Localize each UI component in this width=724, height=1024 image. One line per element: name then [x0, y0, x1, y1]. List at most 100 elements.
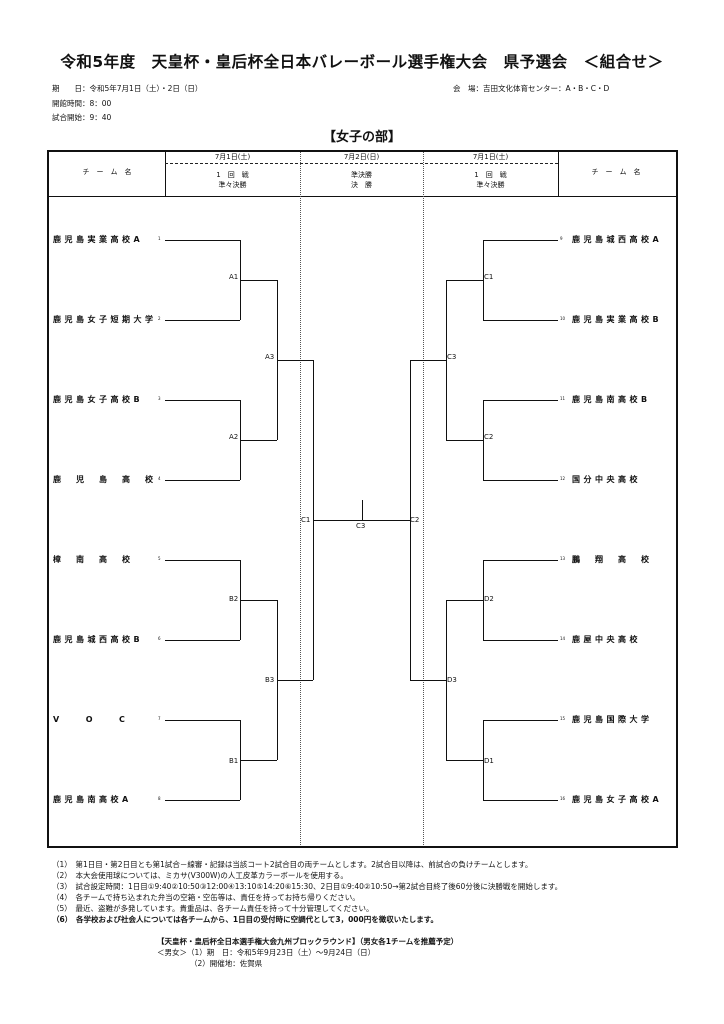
match-label: D1	[484, 757, 494, 765]
bracket-line	[165, 800, 240, 801]
bracket-line	[410, 360, 411, 680]
bracket-line	[165, 150, 166, 196]
bracket-line	[483, 240, 558, 241]
bracket-line	[483, 800, 558, 801]
team-name-right: 鹿児島城西高校A	[572, 235, 663, 244]
bracket-line	[313, 520, 410, 521]
team-number: 11	[560, 396, 566, 401]
bracket-line	[165, 560, 240, 561]
bracket-line	[277, 680, 313, 681]
bracket-line	[446, 600, 483, 601]
match-label: B1	[229, 757, 239, 765]
kyushu-dates: ＜男女＞（1）期 日：令和5年9月23日（土）～9月24日（日）	[157, 948, 376, 957]
match-label: C2	[484, 433, 494, 441]
event-dates: 期 日：令和5年7月1日（土）・2日（日）	[52, 84, 203, 93]
column-divider	[423, 152, 424, 845]
open-time: 開館時間：8：00	[52, 99, 112, 108]
kyushu-title: 【天皇杯・皇后杯全日本選手権大会九州ブロックラウンド】（男女各1チームを推薦予定…	[157, 937, 459, 946]
left-round1: 1 回 戦	[216, 171, 249, 179]
team-number: 6	[158, 636, 161, 641]
team-number: 2	[158, 316, 161, 321]
left-date: 7月1日(土)	[214, 153, 251, 161]
column-divider	[300, 152, 301, 845]
bracket-line	[165, 163, 558, 164]
team-name-right: 鹿児島実業高校B	[572, 315, 663, 324]
match-label: A3	[265, 353, 275, 361]
bracket-line	[483, 400, 484, 480]
bracket-line	[483, 640, 558, 641]
bracket-line	[446, 280, 447, 440]
section-title: 【女子の部】	[322, 130, 401, 145]
bracket-line	[165, 640, 240, 641]
team-number: 9	[560, 236, 563, 241]
note: （5） 最近、盗難が多発しています。貴重品は、各チーム責任を持って十分管理してく…	[52, 904, 374, 913]
match-label: A1	[229, 273, 239, 281]
bracket-line	[410, 680, 446, 681]
venue: 会 場：吉田文化体育センター：A・B・C・D	[453, 84, 610, 93]
bracket-line	[277, 360, 313, 361]
bracket-line	[165, 480, 240, 481]
team-number: 14	[560, 636, 566, 641]
match-label: C1	[484, 273, 494, 281]
bracket-line	[240, 440, 277, 441]
team-number: 3	[158, 396, 161, 401]
team-name-left: 樟 南 高 校	[53, 555, 134, 564]
team-name-left: 鹿 児 島 高 校	[53, 475, 157, 484]
team-number: 7	[158, 716, 161, 721]
bracket-line	[165, 240, 240, 241]
team-name-left: 鹿児島実業高校A	[53, 235, 144, 244]
team-name-left: 鹿児島女子高校B	[53, 395, 144, 404]
team-number: 12	[560, 476, 566, 481]
team-name-right: 鹿児島女子高校A	[572, 795, 663, 804]
match-label: C3	[447, 353, 457, 361]
bracket-line	[483, 720, 558, 721]
bracket-line	[362, 500, 363, 520]
bracket-line	[483, 560, 558, 561]
bracket-line	[410, 360, 446, 361]
bracket-line	[483, 320, 558, 321]
note: （1） 第1日目・第2日目とも第1試合－線審・記録は当該コート2試合目の両チーム…	[52, 860, 533, 869]
team-number: 16	[560, 796, 566, 801]
team-number: 13	[560, 556, 566, 561]
team-name-left: 鹿児島女子短期大学	[53, 315, 157, 324]
match-label: B3	[265, 676, 275, 684]
bracket-line	[483, 400, 558, 401]
note: （2） 本大会使用球については、ミカサ(V300W)の人工皮革カラーボールを使用…	[52, 871, 348, 880]
team-name-right: 鹿屋中央高校	[572, 635, 641, 644]
bracket-line	[47, 196, 676, 197]
bracket-line	[240, 280, 277, 281]
team-number: 5	[158, 556, 161, 561]
bracket-table	[47, 150, 678, 848]
team-name-left: V O C	[53, 715, 129, 724]
team-number: 4	[158, 476, 161, 481]
match-label: A2	[229, 433, 239, 441]
bracket-line	[483, 560, 484, 640]
team-name-left: 鹿児島南高校A	[53, 795, 132, 804]
team-name-right: 鹿児島南高校B	[572, 395, 651, 404]
match-label: C2	[410, 516, 420, 524]
bracket-line	[165, 400, 240, 401]
team-col-header-left: チ ー ム 名	[82, 168, 132, 176]
note: （4） 各チームで持ち込まれた弁当の空箱・空缶等は、責任を持ってお持ち帰りくださ…	[52, 893, 360, 902]
bracket-line	[483, 480, 558, 481]
team-name-right: 鹿児島国際大学	[572, 715, 653, 724]
mid-date: 7月2日(日)	[343, 153, 380, 161]
team-number: 10	[560, 316, 566, 321]
team-number: 1	[158, 236, 161, 241]
match-label: C1	[301, 516, 311, 524]
note: （6） 各学校および社会人については各チームから、1日目の受付時に空調代として3…	[52, 915, 438, 924]
page-title: 令和5年度 天皇杯・皇后杯全日本バレーボール選手権大会 県予選会 ＜組合せ＞	[60, 53, 664, 71]
bracket-line	[483, 720, 484, 800]
bracket-line	[240, 760, 277, 761]
bracket-line	[446, 280, 483, 281]
right-date: 7月1日(土)	[472, 153, 509, 161]
match-label: C3	[356, 522, 366, 530]
team-number: 15	[560, 716, 566, 721]
right-round2: 準々決勝	[476, 181, 505, 189]
match-label: D2	[484, 595, 494, 603]
note: （3） 試合設定時間：1日目①9:40②10:50③12:00④13:10⑤14…	[52, 882, 563, 891]
match-label: D3	[447, 676, 457, 684]
left-round2: 準々決勝	[218, 181, 247, 189]
team-col-header-right: チ ー ム 名	[591, 168, 641, 176]
